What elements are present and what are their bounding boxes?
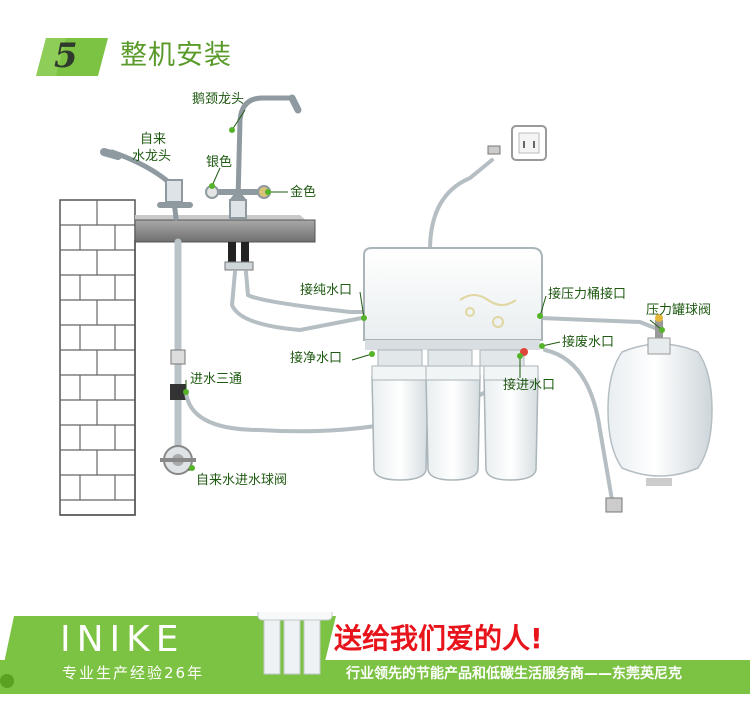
leader-lines <box>185 109 663 471</box>
label-inlet-port: 接进水口 <box>503 378 556 393</box>
tee-fitting <box>170 384 186 400</box>
countertop <box>134 215 316 243</box>
step-number: 5 <box>54 36 78 76</box>
tap-ball-valve <box>160 445 196 475</box>
label-tap-line2: 水龙头 <box>132 149 172 164</box>
step-badge <box>36 38 108 76</box>
label-gold: 金色 <box>290 185 317 200</box>
footer-subline: 专业生产经验26年 <box>62 664 205 682</box>
label-clean-outlet: 接净水口 <box>290 351 343 366</box>
label-tap-ball-valve: 自来水进水球阀 <box>196 473 288 488</box>
drain-clamp <box>605 497 623 513</box>
pipe-joint <box>170 349 186 365</box>
footer-slogan: 行业领先的节能产品和低碳生活服务商——东莞英尼克 <box>346 666 682 682</box>
label-silver: 银色 <box>206 155 233 170</box>
page-title: 整机安装 <box>120 40 232 71</box>
gooseneck-faucet <box>205 94 302 219</box>
label-pure-outlet: 接纯水口 <box>300 283 353 298</box>
label-tank-ball-valve: 压力罐球阀 <box>646 303 712 318</box>
label-tap-line1: 自来 <box>140 132 167 147</box>
label-tank-port: 接压力桶接口 <box>548 287 627 302</box>
ro-purifier-unit <box>363 247 543 481</box>
footer-tagline: 送给我们爱的人! <box>334 622 543 655</box>
footer-banner <box>0 612 750 704</box>
pressure-tank <box>607 314 713 486</box>
under-counter-fittings <box>224 242 254 271</box>
leader-dots <box>183 127 665 471</box>
brand-name: INIKE <box>60 619 185 660</box>
tap-faucet <box>100 148 193 221</box>
product-thumbnail <box>257 612 333 675</box>
label-gooseneck-faucet: 鹅颈龙头 <box>192 92 245 107</box>
label-waste-outlet: 接废水口 <box>562 335 615 350</box>
brick-wall <box>59 199 136 516</box>
label-tee-inlet: 进水三通 <box>190 372 243 387</box>
power-socket <box>487 125 547 161</box>
